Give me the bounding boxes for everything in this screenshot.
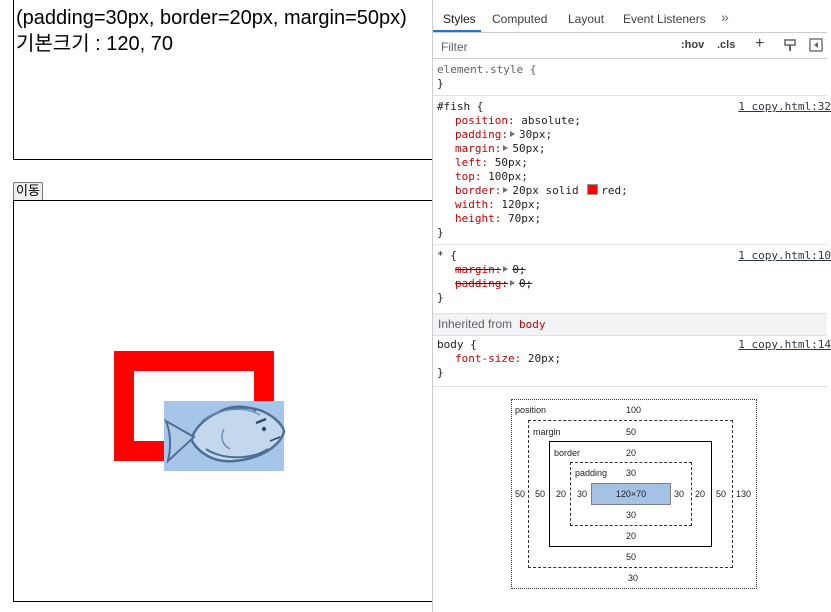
margin-right-value[interactable]: 50: [716, 489, 727, 499]
expand-triangle-icon[interactable]: [509, 280, 515, 286]
box-model-position: [511, 399, 757, 589]
declaration[interactable]: padding:30px;: [455, 128, 553, 141]
position-left-value[interactable]: 50: [515, 489, 526, 499]
move-button[interactable]: 이동: [13, 182, 43, 201]
margin-label: margin: [533, 427, 561, 437]
body-style-rule: body { 1 copy.html:14 font-size: 20px; }: [433, 336, 831, 387]
margin-top-value[interactable]: 50: [626, 427, 637, 437]
position-top-value[interactable]: 100: [626, 405, 642, 415]
element-style-rule: element.style { }: [433, 59, 827, 96]
box-model-margin: [528, 420, 733, 568]
rule-selector: * {: [437, 249, 457, 262]
declaration[interactable]: left: 50px;: [455, 156, 528, 169]
inherited-element-link[interactable]: body: [519, 318, 546, 331]
expand-triangle-icon[interactable]: [503, 187, 509, 193]
border-bottom-value[interactable]: 20: [626, 531, 637, 541]
border-label: border: [554, 448, 581, 458]
toggle-sidebar-icon[interactable]: [809, 38, 823, 52]
border-right-value[interactable]: 20: [695, 489, 706, 499]
padding-label: padding: [575, 468, 608, 478]
fish-element: [114, 351, 286, 471]
info-box: (padding=30px, border=20px, margin=50px)…: [13, 0, 443, 160]
box-model-padding: [570, 462, 692, 526]
source-link[interactable]: 1 copy.html:10: [738, 249, 831, 262]
box-model-diagram: 120×70 position 100 50 130 30 margin 50 …: [433, 388, 827, 589]
rule-selector: body {: [437, 338, 477, 351]
rule-selector: #fish {: [437, 100, 484, 113]
filter-bar: :hov .cls +: [433, 33, 827, 59]
tab-layout[interactable]: Layout: [568, 12, 605, 26]
padding-bottom-value[interactable]: 30: [626, 510, 637, 520]
tab-computed[interactable]: Computed: [492, 12, 548, 26]
source-link[interactable]: 1 copy.html:14: [738, 338, 831, 351]
rule-close-brace: }: [437, 226, 444, 239]
border-top-value[interactable]: 20: [626, 448, 637, 458]
declaration[interactable]: height: 70px;: [455, 212, 542, 225]
declaration[interactable]: margin:50px;: [455, 142, 546, 155]
fish-icon: [164, 405, 286, 464]
declaration[interactable]: top: 100px;: [455, 170, 528, 183]
declaration[interactable]: font-size: 20px;: [455, 352, 561, 365]
fish-image: [164, 401, 286, 471]
padding-left-value[interactable]: 30: [577, 489, 588, 499]
info-line-properties: (padding=30px, border=20px, margin=50px): [16, 7, 407, 29]
declaration[interactable]: width: 120px;: [455, 198, 542, 211]
color-swatch[interactable]: [587, 184, 599, 195]
rule-close-brace: }: [437, 291, 444, 304]
rule-close-brace: }: [437, 366, 444, 379]
tab-event-listeners[interactable]: Event Listeners: [623, 12, 706, 26]
box-model-border: [549, 441, 712, 547]
devtools-tab-bar: Styles Computed Layout Event Listeners »: [433, 6, 827, 33]
fish-style-rule: #fish { 1 copy.html:32 position: absolut…: [433, 96, 831, 245]
element-style-selector[interactable]: element.style {: [437, 63, 537, 76]
rule-close-brace: }: [437, 77, 444, 90]
devtools-panel: Styles Computed Layout Event Listeners »…: [432, 0, 831, 612]
padding-top-value[interactable]: 30: [626, 468, 637, 478]
box-model-content[interactable]: 120×70: [591, 483, 671, 505]
cls-button[interactable]: .cls: [717, 39, 736, 51]
universal-style-rule: * { 1 copy.html:10 margin:0; padding:0; …: [433, 245, 831, 314]
active-tab-indicator: [433, 30, 481, 32]
page-viewport: (padding=30px, border=20px, margin=50px)…: [13, 0, 443, 602]
overridden-declaration[interactable]: margin:0;: [455, 263, 526, 276]
position-bottom-value[interactable]: 30: [628, 573, 639, 583]
margin-bottom-value[interactable]: 50: [626, 552, 637, 562]
position-right-value[interactable]: 130: [736, 489, 752, 499]
declaration[interactable]: border:20px solid red;: [455, 184, 628, 197]
hov-button[interactable]: :hov: [681, 39, 705, 51]
expand-triangle-icon[interactable]: [503, 266, 509, 272]
expand-triangle-icon[interactable]: [509, 131, 515, 137]
info-line-size: 기본크기 : 120, 70: [16, 33, 173, 55]
padding-right-value[interactable]: 30: [674, 489, 685, 499]
margin-left-value[interactable]: 50: [535, 489, 546, 499]
border-left-value[interactable]: 20: [556, 489, 567, 499]
new-style-rule-button[interactable]: +: [755, 35, 765, 52]
inherited-header: Inherited from body: [433, 314, 827, 336]
declaration[interactable]: position: absolute;: [455, 114, 581, 127]
more-tabs-icon[interactable]: »: [721, 9, 729, 25]
overridden-declaration[interactable]: padding:0;: [455, 277, 533, 290]
stage-box: [13, 200, 443, 602]
paint-brush-icon[interactable]: [783, 39, 796, 52]
position-label: position: [515, 405, 547, 415]
expand-triangle-icon[interactable]: [503, 145, 509, 151]
tab-styles[interactable]: Styles: [443, 12, 476, 26]
inherited-label: Inherited from: [438, 317, 513, 331]
filter-input[interactable]: [439, 37, 671, 57]
source-link[interactable]: 1 copy.html:32: [738, 100, 831, 113]
